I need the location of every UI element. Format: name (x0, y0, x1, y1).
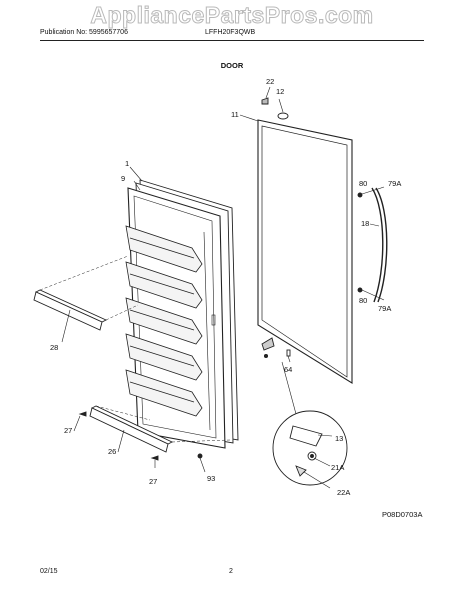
callout-27-top: 27 (64, 426, 72, 435)
small-parts (78, 97, 363, 461)
door-outer-panel (257, 119, 353, 384)
callout-64: 64 (284, 365, 292, 374)
callout-13: 13 (335, 434, 343, 443)
footer-date: 02/15 (40, 568, 58, 575)
diagram-code: P08D0703A (382, 510, 422, 519)
callout-93: 93 (207, 474, 215, 483)
section-title: DOOR (220, 61, 244, 70)
callout-26: 26 (108, 447, 116, 456)
callout-79a-bottom: 79A (378, 304, 391, 313)
door-assembly (125, 179, 239, 449)
callout-18: 18 (361, 219, 369, 228)
callout-27-bottom: 27 (149, 477, 157, 486)
model-number: LFFH20F3QWB (205, 29, 256, 36)
callout-22: 22 (266, 77, 274, 86)
header-rule (40, 40, 424, 41)
door-handle (371, 187, 388, 303)
callout-22a: 22A (337, 488, 350, 497)
publication-number: Publication No: 5995657706 (40, 29, 128, 36)
callout-79a-top: 79A (388, 179, 401, 188)
door-shelves (125, 225, 203, 417)
watermark: AppliancePartsPros.com (90, 2, 374, 29)
callout-1: 1 (125, 159, 129, 168)
callout-11: 11 (231, 110, 239, 119)
leader-lines (61, 86, 385, 489)
callout-12: 12 (276, 87, 284, 96)
footer-page-number: 2 (229, 568, 233, 575)
callout-labels: 1 9 11 12 22 80 79A 18 80 79A 28 64 27 2… (50, 77, 401, 497)
hinge-detail (272, 361, 348, 486)
callout-28: 28 (50, 343, 58, 352)
callout-9: 9 (121, 174, 125, 183)
projection-lines (39, 255, 231, 443)
callout-80-bottom: 80 (359, 296, 367, 305)
callout-21a: 21A (331, 463, 344, 472)
callout-80-top: 80 (359, 179, 367, 188)
